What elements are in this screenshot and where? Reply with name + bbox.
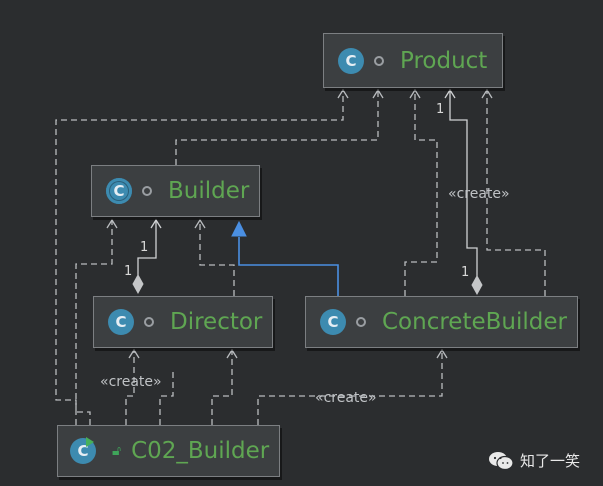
class-node-director[interactable]: C Director bbox=[93, 296, 273, 348]
abstract-class-icon: C bbox=[106, 178, 132, 204]
dep-client-director bbox=[159, 370, 174, 425]
multiplicity-concrete-aggregation: 1 bbox=[461, 265, 470, 280]
diamond-concrete bbox=[471, 274, 483, 296]
arrowhead-builder-product bbox=[372, 88, 384, 99]
unlock-icon: 🔓︎ bbox=[112, 443, 122, 459]
arrowhead-client-concrete-create bbox=[436, 348, 448, 359]
inherit-triangle bbox=[231, 220, 247, 237]
create-label-client-concrete: «create» bbox=[315, 390, 377, 406]
arrowhead-client-director-right bbox=[226, 348, 238, 359]
class-icon: C bbox=[338, 47, 364, 74]
diamond-director bbox=[132, 273, 144, 295]
dep-client-director-create bbox=[125, 350, 135, 425]
dep-client-builder bbox=[75, 220, 113, 425]
dep-builder-product bbox=[175, 90, 379, 165]
class-node-product[interactable]: C Product bbox=[323, 33, 503, 88]
run-marker-icon bbox=[86, 437, 94, 447]
visibility-icon bbox=[356, 317, 366, 327]
assoc-concrete-product bbox=[449, 90, 478, 276]
arrowhead-director-builder bbox=[150, 218, 162, 229]
visibility-icon bbox=[144, 317, 154, 327]
multiplicity-director-aggregation: 1 bbox=[124, 264, 133, 279]
wechat-icon bbox=[489, 451, 514, 470]
class-icon: C bbox=[320, 309, 346, 335]
multiplicity-director-builder: 1 bbox=[140, 240, 149, 255]
class-node-builder[interactable]: C Builder bbox=[91, 165, 260, 217]
assoc-director-builder bbox=[137, 220, 157, 275]
class-node-concrete-builder[interactable]: C ConcreteBuilder bbox=[305, 296, 578, 348]
arrowhead-concrete-product-right bbox=[481, 88, 493, 99]
arrowhead-client-builder bbox=[106, 218, 118, 229]
class-name: Product bbox=[400, 47, 488, 74]
class-name: C02_Builder bbox=[131, 438, 270, 464]
arrowhead-concrete-product-assoc bbox=[444, 88, 456, 99]
arrowhead-director-builder-dep bbox=[194, 218, 206, 229]
visibility-icon bbox=[142, 186, 152, 196]
class-name: Builder bbox=[168, 178, 250, 204]
watermark-text: 知了一笑 bbox=[520, 452, 581, 470]
create-label-client-director: «create» bbox=[100, 374, 162, 390]
watermark: 知了一笑 bbox=[488, 450, 580, 471]
class-name: Director bbox=[170, 309, 263, 335]
multiplicity-concrete-product: 1 bbox=[436, 102, 445, 117]
dep-client-concrete-create bbox=[257, 350, 443, 425]
dep-concrete-product-create bbox=[404, 90, 438, 296]
visibility-icon bbox=[374, 55, 384, 66]
class-node-client[interactable]: C 🔓︎ C02_Builder bbox=[57, 425, 280, 477]
dep-director-builder bbox=[199, 220, 235, 296]
class-icon: C bbox=[108, 309, 134, 335]
dep-concrete-product-right bbox=[486, 90, 546, 296]
arrowhead-client-product bbox=[337, 88, 349, 99]
arrowhead-client-director-create bbox=[128, 348, 140, 359]
create-label-concrete-product: «create» bbox=[448, 186, 510, 202]
arrowhead-concrete-product-create bbox=[409, 88, 421, 99]
inherit-concrete-builder bbox=[238, 237, 339, 296]
class-name: ConcreteBuilder bbox=[382, 309, 567, 335]
dep-client-director-right bbox=[211, 350, 233, 425]
